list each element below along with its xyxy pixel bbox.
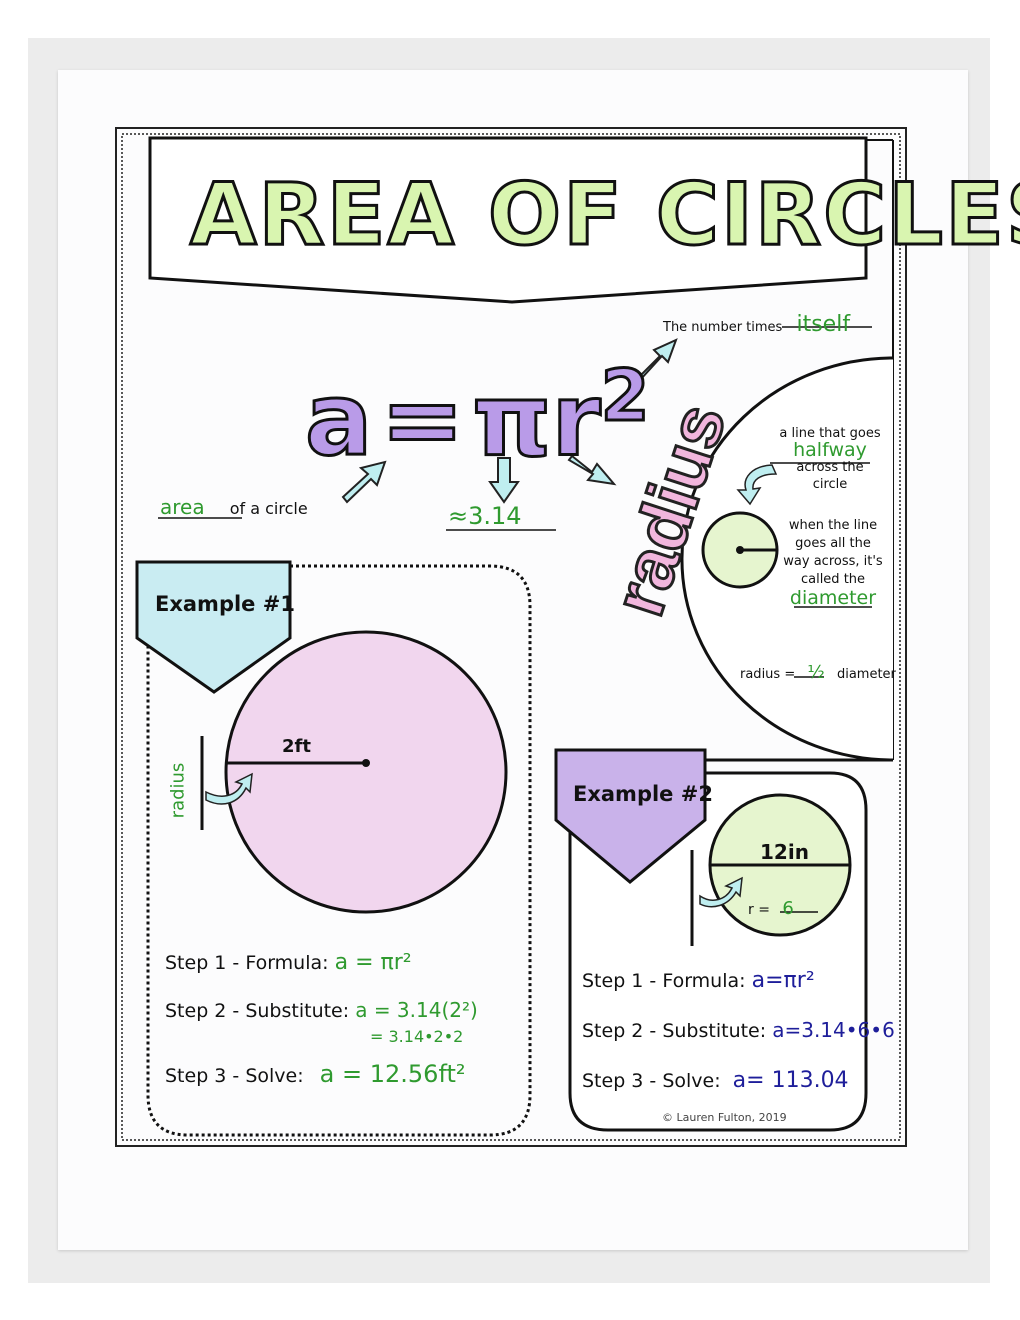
example1-step2: Step 2 - Substitute: a = 3.14(2²) [165,998,478,1022]
step-label: Step 2 - Substitute: [165,1000,350,1022]
def-line: circle [812,477,848,492]
title-banner [148,136,868,304]
outer-frame [115,127,907,1147]
radius-relation: radius = ½ diameter [740,662,896,683]
inner-frame [121,133,901,1141]
radius-panel-arc [680,356,894,762]
exponent-note: The number times itself [663,312,850,337]
rel-prefix: radius = [740,667,796,682]
diam-line: goes all the [795,536,871,551]
formula-equals: = [379,360,466,480]
example1-circle [224,630,508,914]
example2-tag [554,748,707,884]
step-work: a = 3.14(2²) [355,998,478,1022]
step-work: a = πr² [334,950,412,975]
example2-measure: 12in [760,840,809,864]
def-answer: halfway [793,439,867,461]
diam-answer: diameter [789,587,877,609]
example1-arrow-icon [205,772,253,805]
diameter-definition: when the line goes all the way across, i… [778,517,888,609]
diam-line: when the line [788,518,878,533]
formula-area-symbol: a [303,360,374,480]
arrow-pi-icon [488,457,520,504]
formula-exponent: 2 [599,354,651,439]
step-label: Step 1 - Formula: [582,970,746,992]
rel-answer: ½ [807,662,825,683]
def-line: across the [796,460,864,475]
radius-definition: a line that goes halfway across the circ… [770,425,890,493]
example2-label: Example #2 [573,782,713,806]
area-note: area of a circle [160,495,308,519]
step-work: a=3.14•6•6 [772,1018,895,1042]
area-note-suffix: of a circle [229,499,308,518]
curved-arrow-icon [736,464,778,506]
step-label: Step 3 - Solve: [165,1065,304,1087]
r-answer: 6 [782,898,794,919]
exponent-note-prefix: The number times [663,320,783,335]
formula-pi-r: πr [471,360,602,480]
arrow-up-right-icon [636,338,678,382]
r-prefix: r = [748,902,770,918]
example1-step1: Step 1 - Formula: a = πr² [165,950,412,975]
step-label: Step 3 - Solve: [582,1070,721,1092]
pi-approx: ≈3.14 [448,502,522,530]
arrow-radius-icon [567,454,617,486]
page-title: AREA OF CIRCLES [189,164,1020,267]
rel-suffix: diameter [836,667,896,682]
arrow-area-icon [341,460,387,504]
example1-label: Example #1 [155,592,295,616]
area-formula: a=πr2 [303,354,651,480]
step-label: Step 1 - Formula: [165,952,329,974]
example2-step2: Step 2 - Substitute: a=3.14•6•6 [582,1018,895,1042]
diam-line: way across, it's [783,554,883,569]
step-label: Step 2 - Substitute: [582,1020,767,1042]
example1-measure: 2ft [282,736,311,757]
example2-radius: r = 6 [748,898,794,919]
diam-line: called the [800,572,866,587]
example1-box [146,564,532,1137]
step-work: a=πr² [751,968,815,993]
example1-side-label: radius [167,762,189,819]
example2-arrow-icon [699,876,743,908]
def-line: a line that goes [779,426,881,441]
step-work: a = 12.56ft² [319,1060,466,1088]
exponent-note-answer: itself [796,312,851,337]
area-note-answer: area [160,495,205,519]
example1-tag [135,560,292,694]
step-work: a= 113.04 [732,1068,849,1093]
example1-step2-continued: = 3.14•2•2 [370,1027,464,1046]
example2-step1: Step 1 - Formula: a=πr² [582,968,815,993]
copyright: © Lauren Fulton, 2019 [662,1111,787,1124]
example1-step3: Step 3 - Solve: a = 12.56ft² [165,1060,466,1088]
example2-step3: Step 3 - Solve: a= 113.04 [582,1068,849,1093]
